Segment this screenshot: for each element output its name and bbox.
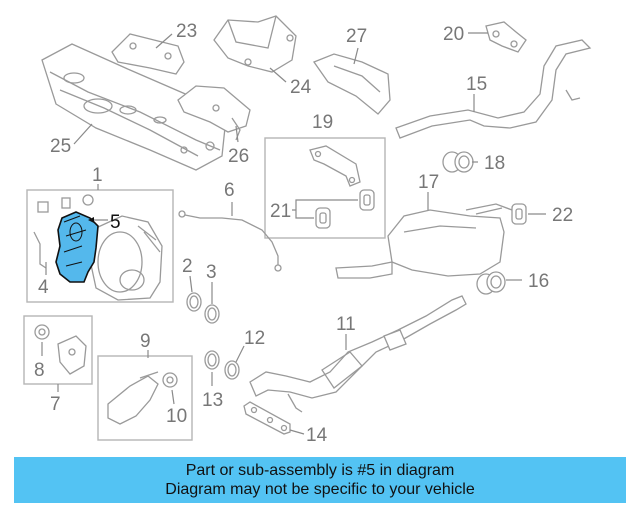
mount-bracket-7 xyxy=(34,324,87,375)
callout-27: 27 xyxy=(346,26,367,47)
gasket-2 xyxy=(186,292,202,312)
callout-14: 14 xyxy=(306,425,328,446)
shield-24 xyxy=(213,15,297,73)
callout-10: 10 xyxy=(166,406,187,427)
callout-8: 8 xyxy=(34,360,45,381)
shield-23 xyxy=(111,33,185,75)
callout-23: 23 xyxy=(176,21,197,42)
callout-21: 21 xyxy=(270,201,291,222)
bracket-19 xyxy=(309,145,361,187)
callout-5: 5 xyxy=(110,212,121,233)
callout-24: 24 xyxy=(290,77,312,98)
heat-shield-25 xyxy=(41,43,227,171)
highlighted-part-5[interactable] xyxy=(55,211,99,283)
callout-3: 3 xyxy=(206,262,217,283)
notice-line-1: Part or sub-assembly is #5 in diagram xyxy=(185,462,455,479)
group-box-9 xyxy=(97,355,193,441)
callout-9: 9 xyxy=(140,331,151,352)
parts-diagram: 25 23 24 26 27 20 15 xyxy=(23,15,592,446)
clamp-18 xyxy=(442,151,474,173)
catalytic-converter-assembly xyxy=(33,194,163,301)
notice-line-2: Diagram may not be specific to your vehi… xyxy=(165,481,475,498)
gasket-3 xyxy=(204,304,220,324)
bracket-14 xyxy=(243,401,291,435)
callout-25: 25 xyxy=(50,136,71,157)
group-box-19 xyxy=(264,137,386,239)
callout-17: 17 xyxy=(418,172,439,193)
hanger-bracket-9 xyxy=(107,371,178,425)
sensor-wire-6 xyxy=(178,210,282,272)
muffler-17 xyxy=(335,203,513,279)
hanger-20 xyxy=(485,21,527,53)
gasket-12 xyxy=(224,360,240,380)
callout-12: 12 xyxy=(244,328,265,349)
callout-20: 20 xyxy=(443,24,464,45)
callout-4: 4 xyxy=(38,277,49,298)
callout-2: 2 xyxy=(182,256,193,277)
part-notice-banner: Part or sub-assembly is #5 in diagram Di… xyxy=(14,457,626,503)
mount-21 xyxy=(315,189,375,229)
clamp-16 xyxy=(476,271,506,295)
callout-18: 18 xyxy=(484,153,505,174)
heat-shield-27 xyxy=(312,53,391,115)
mount-22 xyxy=(511,203,527,225)
callout-15: 15 xyxy=(466,74,487,95)
front-pipe-11 xyxy=(249,295,467,413)
callout-26: 26 xyxy=(228,146,249,167)
callout-13: 13 xyxy=(202,390,223,411)
tailpipe-15 xyxy=(395,39,592,139)
group-box-1 xyxy=(26,189,174,303)
callout-19: 19 xyxy=(312,112,333,133)
callout-22: 22 xyxy=(552,205,573,226)
callout-1: 1 xyxy=(92,165,103,186)
callout-7: 7 xyxy=(50,394,61,415)
callout-16: 16 xyxy=(528,271,549,292)
callout-11: 11 xyxy=(336,314,356,335)
gasket-13 xyxy=(204,350,220,370)
callout-6: 6 xyxy=(224,180,235,201)
